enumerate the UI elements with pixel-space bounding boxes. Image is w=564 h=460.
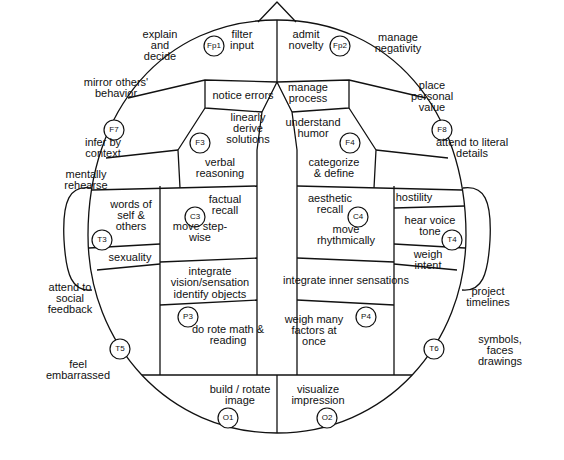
region-border bbox=[128, 80, 426, 98]
function-label: weigh many factors at once bbox=[279, 314, 349, 347]
electrode-ring bbox=[442, 230, 462, 250]
electrode-ring bbox=[330, 36, 350, 56]
electrode-circle: T5 bbox=[109, 338, 131, 360]
function-label: mirror others' behavior bbox=[76, 77, 156, 99]
electrode-name: T3 bbox=[91, 229, 113, 251]
electrode-circle: F4 bbox=[339, 132, 361, 154]
function-label: build / rotate image bbox=[209, 384, 271, 406]
function-label: manage negativity bbox=[369, 32, 427, 54]
electrode-name: P4 bbox=[355, 306, 377, 328]
function-label: words of self & others bbox=[110, 199, 152, 232]
function-label: verbal reasoning bbox=[190, 157, 250, 179]
region-border bbox=[276, 375, 277, 433]
electrode-ring bbox=[204, 36, 224, 56]
right-ear bbox=[462, 188, 490, 291]
electrode-ring bbox=[218, 408, 238, 428]
electrode-circle: P4 bbox=[355, 306, 377, 328]
region-border bbox=[92, 186, 257, 190]
function-label: integrate inner sensations bbox=[279, 275, 414, 286]
region-border bbox=[297, 300, 394, 305]
function-label: move rhythmically bbox=[311, 224, 381, 246]
left-ear bbox=[64, 188, 92, 291]
electrode-circle: T3 bbox=[91, 229, 113, 251]
function-label: aesthetic recall bbox=[305, 193, 355, 215]
nose bbox=[258, 2, 296, 22]
electrode-name: T6 bbox=[423, 338, 445, 360]
function-label: visualize impression bbox=[288, 384, 348, 406]
function-label: infer by context bbox=[76, 137, 131, 159]
function-label: linearly derive solutions bbox=[224, 112, 272, 145]
function-label: hostility bbox=[389, 192, 439, 203]
function-label: integrate vision/sensation bbox=[165, 266, 255, 288]
function-label: notice errors bbox=[206, 90, 281, 101]
electrode-name: T4 bbox=[441, 229, 463, 251]
electrode-ring bbox=[92, 230, 112, 250]
function-label: admit novelty bbox=[285, 29, 327, 51]
electrode-circle: Fp1 bbox=[203, 35, 225, 57]
electrode-name: F3 bbox=[189, 132, 211, 154]
function-label: project timelines bbox=[461, 286, 516, 308]
function-label: move step-wise bbox=[173, 221, 228, 243]
electrode-ring bbox=[424, 339, 444, 359]
region-border bbox=[394, 206, 465, 208]
electrode-circle: T6 bbox=[423, 338, 445, 360]
function-label: manage process bbox=[286, 82, 331, 104]
function-label: feel embarrassed bbox=[46, 359, 111, 381]
region-border bbox=[160, 258, 257, 262]
function-label: hear voice tone bbox=[404, 215, 456, 237]
electrode-circle: T4 bbox=[441, 229, 463, 251]
electrode-name: Fp2 bbox=[329, 35, 351, 57]
function-label: place personal value bbox=[408, 80, 456, 113]
region-border bbox=[160, 300, 257, 305]
region-border bbox=[297, 186, 462, 190]
electrode-circle: Fp2 bbox=[329, 35, 351, 57]
electrode-ring bbox=[340, 133, 360, 153]
electrode-ring bbox=[356, 307, 376, 327]
region-border bbox=[159, 186, 160, 375]
function-label: identify objects bbox=[165, 289, 255, 300]
electrode-name: O1 bbox=[217, 407, 239, 429]
electrode-name: F4 bbox=[339, 132, 361, 154]
electrode-circle: O2 bbox=[316, 407, 338, 429]
function-label: categorize & define bbox=[305, 157, 363, 179]
electrode-circle: O1 bbox=[217, 407, 239, 429]
function-label: attend to social feedback bbox=[43, 282, 98, 315]
function-label: weigh intent bbox=[408, 249, 448, 271]
region-border bbox=[276, 20, 277, 82]
function-label: factual recall bbox=[203, 194, 248, 216]
function-label: filter input bbox=[224, 29, 260, 51]
function-label: mentally rehearse bbox=[59, 169, 114, 191]
electrode-name: T5 bbox=[109, 338, 131, 360]
function-label: symbols, faces drawings bbox=[473, 334, 528, 367]
function-label: do rote math & reading bbox=[189, 324, 267, 346]
region-border bbox=[376, 150, 448, 158]
function-label: attend to literal details bbox=[435, 137, 510, 159]
electrode-ring bbox=[190, 133, 210, 153]
electrode-ring bbox=[317, 408, 337, 428]
electrode-circle: F3 bbox=[189, 132, 211, 154]
function-label: explain and decide bbox=[139, 29, 181, 62]
function-label: sexuality bbox=[105, 252, 155, 263]
function-label: understand humor bbox=[283, 117, 343, 139]
electrode-ring bbox=[110, 339, 130, 359]
electrode-name: Fp1 bbox=[203, 35, 225, 57]
electrode-name: O2 bbox=[316, 407, 338, 429]
region-border bbox=[297, 258, 394, 262]
region-border bbox=[97, 264, 160, 270]
